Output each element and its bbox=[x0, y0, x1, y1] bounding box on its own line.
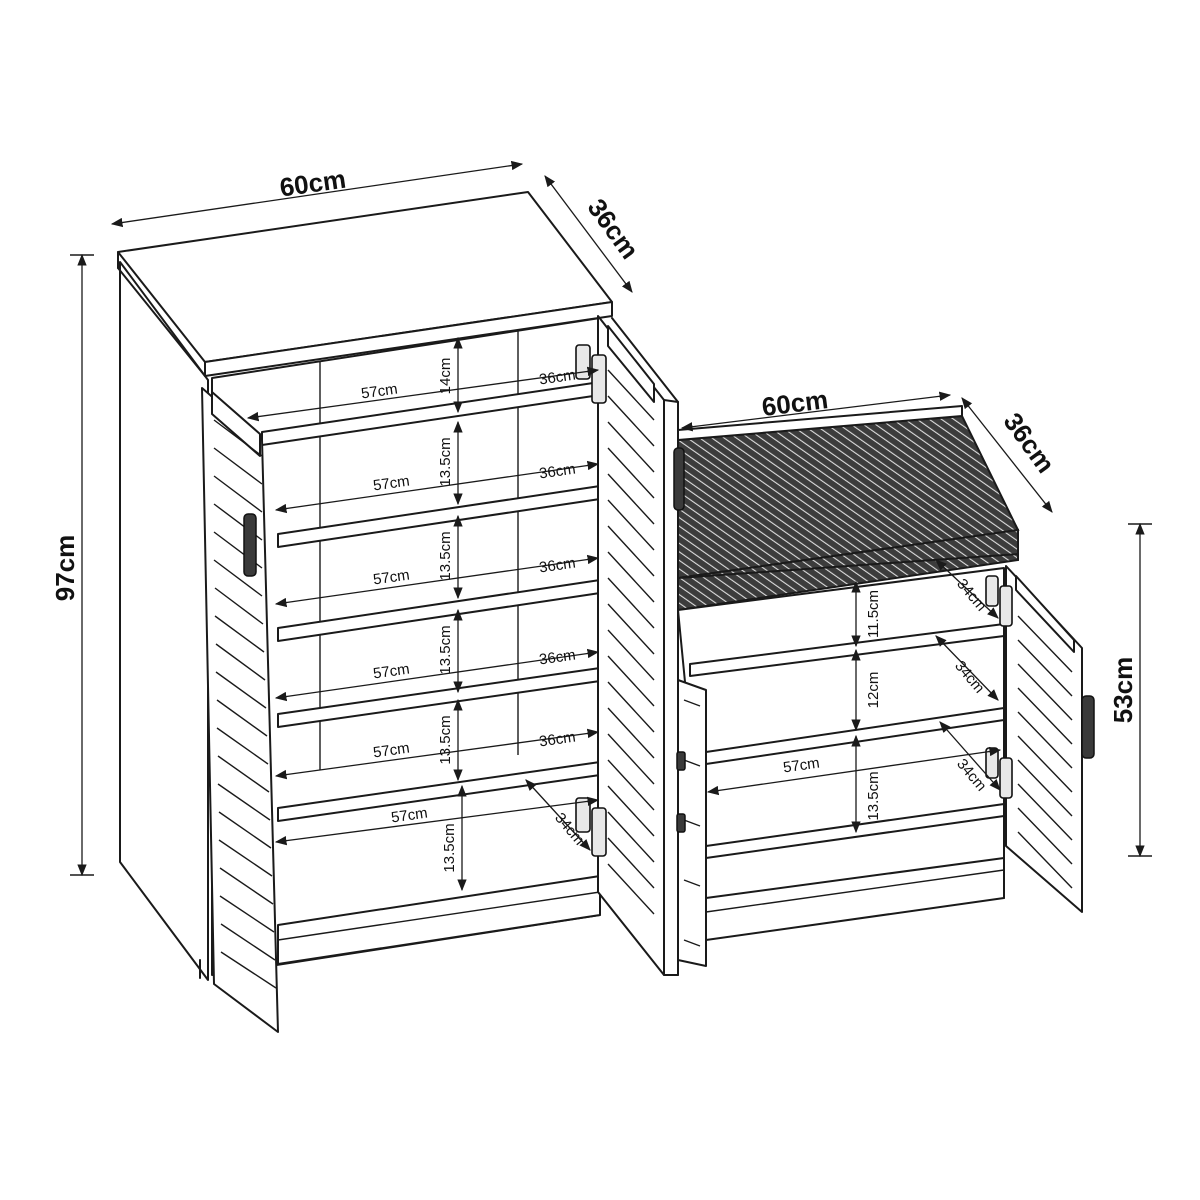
tall-shelf-width-5: 57cm bbox=[372, 740, 411, 762]
bench-height-label: 53cm bbox=[1108, 657, 1138, 724]
tall-cabinet-left-door bbox=[201, 387, 279, 1033]
tall-shelf-height-4: 13.5cm bbox=[437, 625, 454, 674]
bench-shelf-width-1: 57cm bbox=[782, 755, 821, 777]
tall-cabinet-left-handle bbox=[243, 513, 257, 577]
bench-shelf-height-3: 13.5cm bbox=[865, 771, 882, 820]
tall-shelf-depth-4: 36cm bbox=[538, 647, 577, 669]
bench-width-label: 60cm bbox=[760, 384, 830, 422]
tall-shelf-height-2: 13.5cm bbox=[437, 437, 454, 486]
bench-cabinet bbox=[673, 405, 1095, 967]
tall-cabinet-plinth bbox=[277, 875, 601, 965]
tall-shelf-height-6: 13.5cm bbox=[441, 823, 458, 872]
bench-cushion-front bbox=[677, 528, 1019, 612]
tall-cabinet-top-edge bbox=[204, 301, 613, 377]
bench-depth-label: 36cm bbox=[998, 407, 1061, 478]
dimension-lines bbox=[70, 160, 1152, 892]
tall-shelf-width-4: 57cm bbox=[372, 661, 411, 683]
tall-shelf-depth-1: 36cm bbox=[538, 367, 577, 389]
tall-width-label: 60cm bbox=[278, 164, 348, 203]
tall-shelf-depth-2: 36cm bbox=[538, 461, 577, 483]
tall-depth-label: 36cm bbox=[582, 193, 645, 264]
tall-cabinet-side bbox=[119, 261, 209, 981]
tall-shelf-depth-5: 36cm bbox=[538, 729, 577, 751]
tall-cabinet bbox=[117, 191, 679, 1033]
bench-side-handle bbox=[673, 447, 685, 511]
tall-shelf-width-3: 57cm bbox=[372, 567, 411, 589]
tall-shelf-depth-3: 36cm bbox=[538, 555, 577, 577]
tall-cabinet-right-door bbox=[597, 315, 679, 976]
tall-shelf-height-5: 13.5cm bbox=[437, 715, 454, 764]
tall-height-label: 97cm bbox=[50, 535, 80, 602]
tall-shelf-height-1: 14cm bbox=[437, 358, 454, 395]
tall-shelf-height-3: 13.5cm bbox=[437, 531, 454, 580]
tall-shelf-width-6: 57cm bbox=[390, 805, 429, 827]
bench-shelf-height-2: 12cm bbox=[865, 672, 882, 709]
bench-cabinet-right-handle bbox=[1081, 695, 1095, 759]
bench-cabinet-left-door bbox=[676, 679, 707, 967]
tall-shelf-width-1: 57cm bbox=[360, 381, 399, 403]
bench-cabinet-right-door bbox=[1005, 565, 1083, 913]
tall-shelf-width-2: 57cm bbox=[372, 473, 411, 495]
bench-shelf-height-1: 11.5cm bbox=[865, 590, 882, 638]
